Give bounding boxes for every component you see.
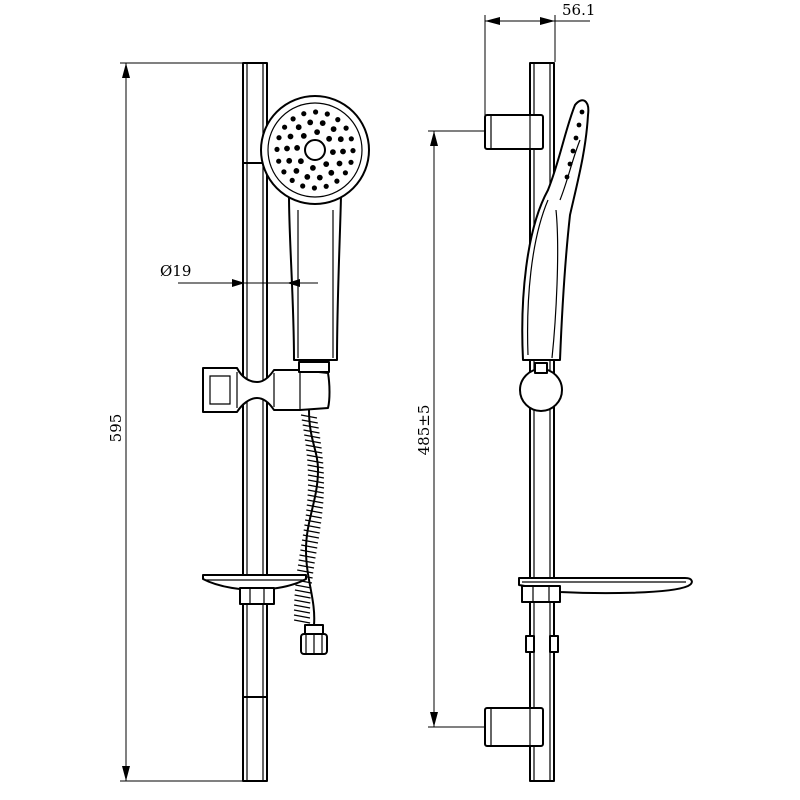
- nozzle: [290, 116, 296, 122]
- nozzle: [274, 146, 280, 152]
- nozzle: [293, 168, 300, 174]
- nozzle: [316, 174, 323, 181]
- nozzle: [343, 125, 349, 131]
- nozzle: [314, 129, 320, 136]
- nozzle: [330, 126, 337, 132]
- nozzle: [294, 145, 300, 151]
- nozzle: [340, 148, 346, 155]
- nozzle: [282, 124, 288, 130]
- nozzle: [326, 135, 332, 142]
- nozzle: [330, 149, 336, 156]
- side-view: 56.1 485±5: [415, 1, 693, 782]
- side-nozzle: [573, 135, 579, 141]
- nozzle: [313, 109, 319, 115]
- front-rail: [242, 62, 268, 782]
- nozzle: [342, 170, 348, 176]
- side-nozzle: [576, 122, 582, 128]
- nozzle: [301, 111, 307, 117]
- hose-diameter-dimension: Ø19: [160, 262, 318, 287]
- nozzle: [334, 178, 340, 184]
- bracket-spacing-label: 485±5: [415, 405, 433, 456]
- nozzle: [281, 169, 287, 175]
- front-view: 595: [107, 62, 370, 782]
- slider-holder: [202, 361, 331, 413]
- shower-hose: [293, 409, 328, 655]
- nozzle: [348, 136, 354, 142]
- side-nozzle: [567, 161, 573, 167]
- nozzle: [337, 136, 344, 143]
- nozzle: [284, 145, 290, 152]
- nozzle: [276, 158, 282, 164]
- nozzle: [335, 117, 341, 123]
- nozzle: [286, 157, 293, 164]
- top-wall-bracket: [484, 114, 544, 150]
- side-nozzles: [564, 109, 585, 180]
- hose-diameter-label: Ø19: [160, 262, 191, 280]
- hand-shower: [260, 95, 370, 361]
- nozzle: [324, 111, 330, 117]
- nozzle: [319, 120, 326, 126]
- rail-clips: [525, 635, 559, 653]
- side-nozzle: [570, 148, 576, 154]
- nozzle: [300, 183, 306, 189]
- bracket-depth-dimension: 56.1: [484, 1, 595, 118]
- side-holder-knob: [519, 362, 563, 412]
- nozzle: [310, 165, 316, 171]
- hand-shower-side: [521, 99, 590, 361]
- total-height-label: 595: [107, 414, 125, 443]
- total-height-dimension: 595: [107, 62, 248, 782]
- spray-nozzles: [274, 109, 356, 191]
- nozzle: [289, 177, 295, 183]
- side-nozzle: [579, 109, 585, 115]
- nozzle: [298, 158, 304, 165]
- nozzle: [323, 183, 329, 189]
- nozzle: [295, 124, 302, 131]
- nozzle: [307, 119, 314, 126]
- side-soap-dish: [518, 577, 693, 603]
- front-soap-dish: [202, 574, 307, 605]
- nozzle: [323, 161, 330, 168]
- nozzle: [328, 169, 335, 176]
- bracket-depth-label: 56.1: [562, 1, 595, 19]
- nozzle: [336, 160, 343, 167]
- nozzle: [300, 133, 307, 139]
- nozzle: [287, 133, 294, 140]
- nozzle: [348, 159, 354, 165]
- side-nozzle: [564, 174, 570, 180]
- bottom-wall-bracket: [484, 707, 544, 747]
- nozzle: [350, 148, 356, 154]
- side-rail: [529, 62, 555, 782]
- nozzle: [276, 135, 282, 141]
- nozzle: [311, 185, 317, 191]
- nozzle: [304, 174, 311, 180]
